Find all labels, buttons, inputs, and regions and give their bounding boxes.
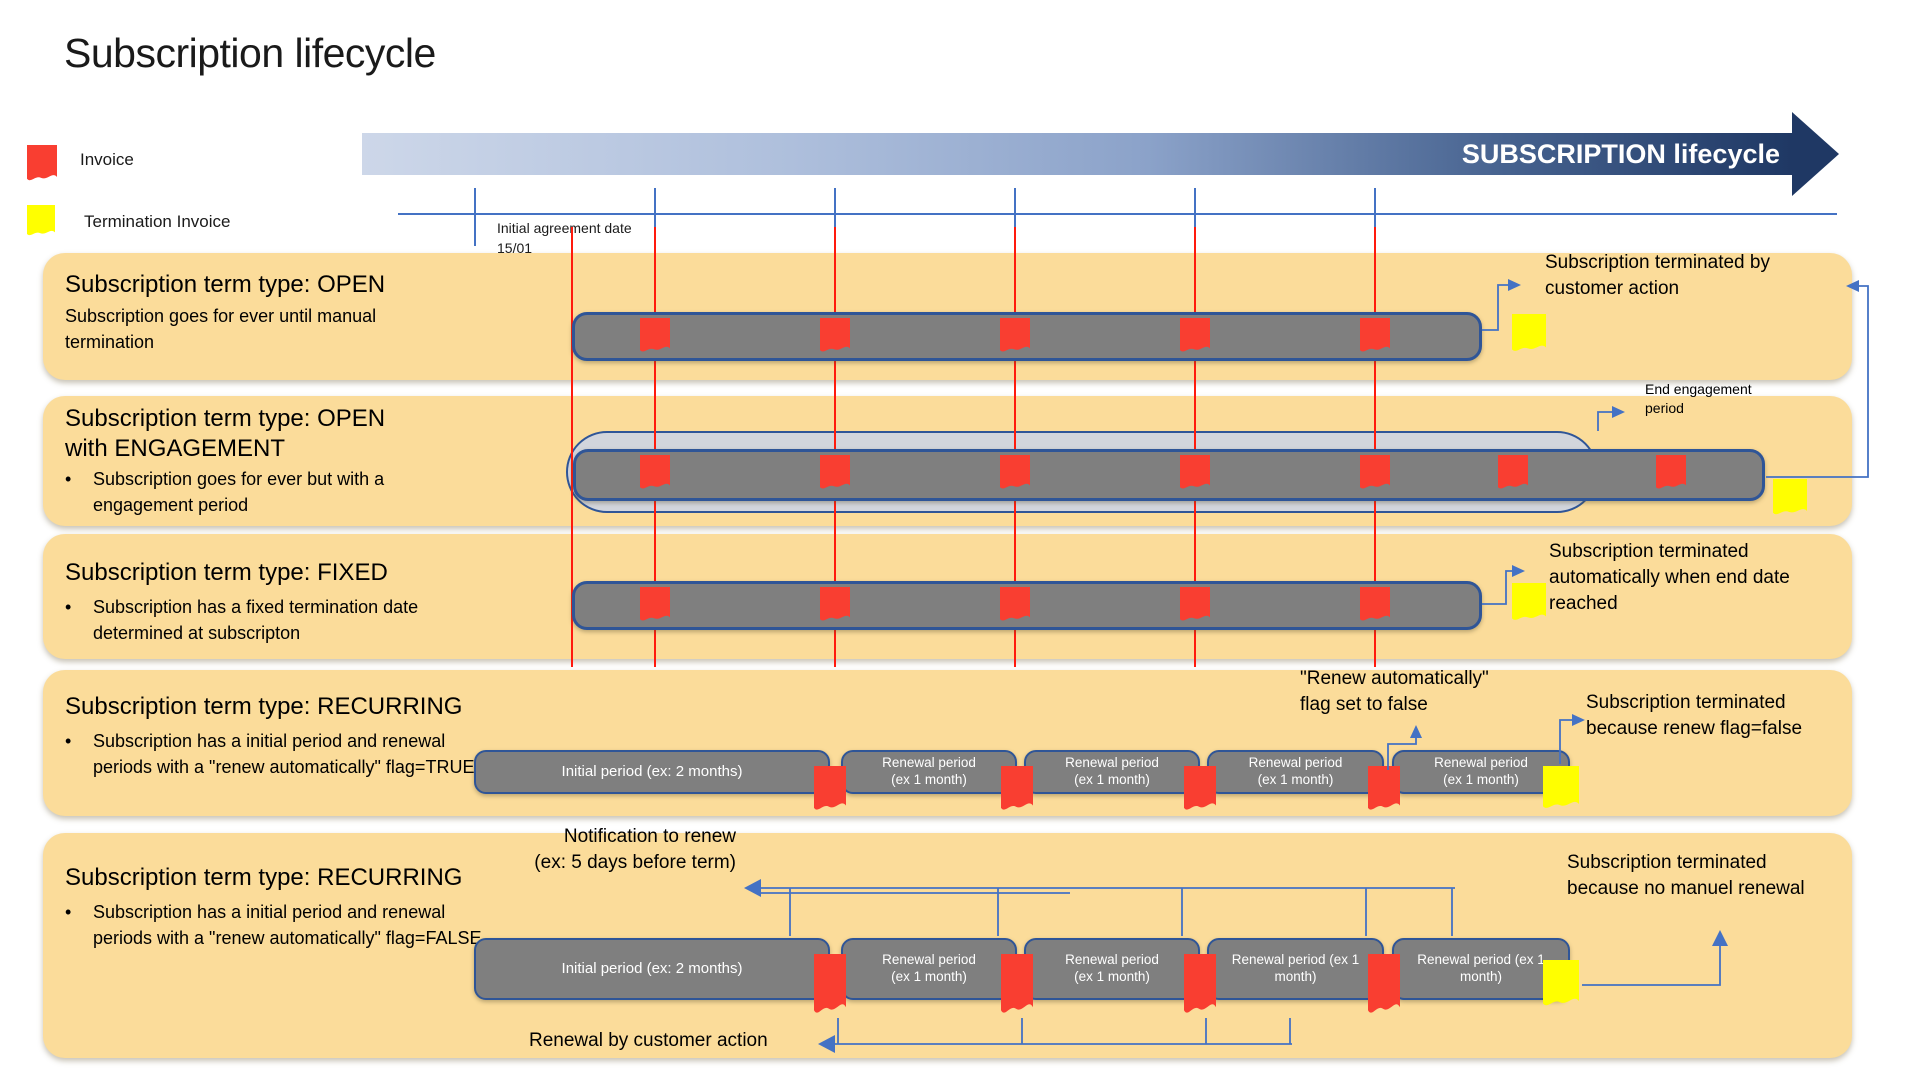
annotation-terminated-manual: Subscription terminated because no manue…	[1567, 852, 1805, 899]
invoice-icon	[1360, 455, 1390, 495]
invoice-icon	[1368, 766, 1400, 818]
period-box: Renewal period (ex 1 month)	[1024, 750, 1200, 794]
invoice-icon	[820, 587, 850, 627]
billing-event-line	[571, 227, 573, 667]
panel-open-engagement-body: Subscription goes for ever but with a en…	[65, 466, 423, 518]
timeline-axis	[398, 213, 1837, 215]
period-box-label: Renewal period (ex 1 month)	[1065, 952, 1159, 984]
period-box-label: Renewal period (ex 1 month)	[1231, 952, 1360, 984]
panel-recurring-false-body: Subscription has a initial period and re…	[65, 899, 493, 951]
invoice-icon	[1180, 587, 1210, 627]
invoice-icon	[1360, 587, 1390, 627]
timeline-tick	[1014, 188, 1016, 246]
invoice-icon	[1180, 318, 1210, 358]
panel-recurring-false-heading: Subscription term type: RECURRING	[65, 864, 463, 891]
invoice-icon	[1000, 455, 1030, 495]
lifecycle-arrow: SUBSCRIPTION lifecycle	[362, 133, 1792, 175]
panel-open-engagement-heading: Subscription term type: OPEN with ENGAGE…	[65, 405, 386, 462]
invoice-legend-label: Invoice	[80, 150, 134, 169]
period-box: Renewal period (ex 1 month)	[1024, 938, 1200, 1000]
period-box-label: Renewal period (ex 1 month)	[882, 755, 976, 787]
panel-recurring-true: Subscription term type: RECURRING Subscr…	[43, 670, 1852, 816]
annotation-notification-renew: Notification to renew (ex: 5 days before…	[534, 826, 736, 873]
panel-open-heading: Subscription term type: OPEN	[65, 271, 386, 298]
invoice-icon	[1656, 455, 1686, 495]
termination-invoice-legend-icon	[27, 205, 55, 241]
billing-event-line	[834, 227, 836, 667]
billing-event-line	[654, 227, 656, 667]
period-box: Initial period (ex: 2 months)	[474, 938, 830, 1000]
invoice-icon	[640, 587, 670, 627]
period-box: Renewal period (ex 1 month)	[841, 750, 1017, 794]
invoice-icon	[1184, 766, 1216, 818]
invoice-icon	[1360, 318, 1390, 358]
panel-fixed-body: Subscription has a fixed termination dat…	[65, 594, 423, 646]
termination-invoice-icon	[1543, 960, 1579, 1014]
lifecycle-arrow-label: SUBSCRIPTION lifecycle	[1461, 138, 1780, 169]
invoice-icon	[1368, 954, 1400, 1024]
termination-invoice-icon	[1512, 583, 1546, 627]
invoice-icon	[1000, 318, 1030, 358]
page-title: Subscription lifecycle	[64, 30, 436, 76]
invoice-icon	[1498, 455, 1528, 495]
period-box-label: Initial period (ex: 2 months)	[561, 959, 743, 977]
subscription-bar-open-engagement	[573, 449, 1765, 501]
invoice-icon	[820, 455, 850, 495]
timeline-tick	[834, 188, 836, 246]
invoice-icon	[814, 954, 846, 1024]
period-box-label: Renewal period (ex 1 month)	[1417, 952, 1545, 984]
billing-event-line	[1194, 227, 1196, 667]
invoice-icon	[1001, 766, 1033, 818]
invoice-icon	[1184, 954, 1216, 1024]
panel-fixed-heading: Subscription term type: FIXED	[65, 559, 388, 586]
annotation-renewal-customer: Renewal by customer action	[529, 1030, 768, 1051]
timeline-tick	[1194, 188, 1196, 246]
timeline-tick	[654, 188, 656, 246]
invoice-icon	[1180, 455, 1210, 495]
panel-recurring-true-body: Subscription has a initial period and re…	[65, 728, 493, 780]
invoice-legend-icon	[27, 145, 57, 187]
period-box: Renewal period (ex 1 month)	[1392, 750, 1570, 794]
initial-agreement-date: 15/01	[497, 240, 533, 256]
termination-invoice-icon	[1543, 766, 1579, 816]
panel-open-body: Subscription goes for ever until manual …	[65, 306, 377, 352]
initial-agreement-label: Initial agreement date 15/01	[497, 218, 632, 258]
invoice-icon	[640, 455, 670, 495]
invoice-icon	[640, 318, 670, 358]
period-box-label: Renewal period (ex 1 month)	[1065, 755, 1159, 787]
period-box: Renewal period (ex 1 month)	[1207, 938, 1384, 1000]
period-box: Renewal period (ex 1 month)	[841, 938, 1017, 1000]
lifecycle-arrow-head-icon	[1792, 112, 1839, 196]
termination-invoice-icon	[1773, 479, 1807, 521]
period-box: Renewal period (ex 1 month)	[1207, 750, 1384, 794]
period-box-label: Renewal period (ex 1 month)	[1248, 755, 1343, 787]
invoice-icon	[1000, 587, 1030, 627]
invoice-icon	[820, 318, 850, 358]
annotation-terminated-enddate: Subscription terminated automatically wh…	[1549, 541, 1790, 614]
invoice-icon	[1001, 954, 1033, 1024]
period-box-label: Renewal period (ex 1 month)	[882, 952, 976, 984]
period-box-label: Renewal period (ex 1 month)	[1434, 755, 1528, 787]
initial-agreement-text: Initial agreement date	[497, 220, 632, 236]
annotation-terminated-flag: Subscription terminated because renew fl…	[1586, 692, 1803, 739]
invoice-icon	[814, 766, 846, 818]
annotation-renew-flag-false: "Renew automatically" flag set to false	[1300, 668, 1489, 715]
billing-event-line	[1374, 227, 1376, 667]
timeline-tick	[1374, 188, 1376, 246]
termination-invoice-icon	[1512, 314, 1546, 358]
billing-event-line	[1014, 227, 1016, 667]
annotation-end-engagement: End engagement period	[1645, 381, 1752, 416]
panel-recurring-true-heading: Subscription term type: RECURRING	[65, 693, 463, 720]
annotation-terminated-customer: Subscription terminated by customer acti…	[1545, 252, 1770, 299]
period-box-label: Initial period (ex: 2 months)	[561, 762, 743, 780]
period-box: Initial period (ex: 2 months)	[474, 750, 830, 794]
termination-invoice-legend-label: Termination Invoice	[84, 212, 231, 231]
timeline-tick	[474, 188, 476, 246]
